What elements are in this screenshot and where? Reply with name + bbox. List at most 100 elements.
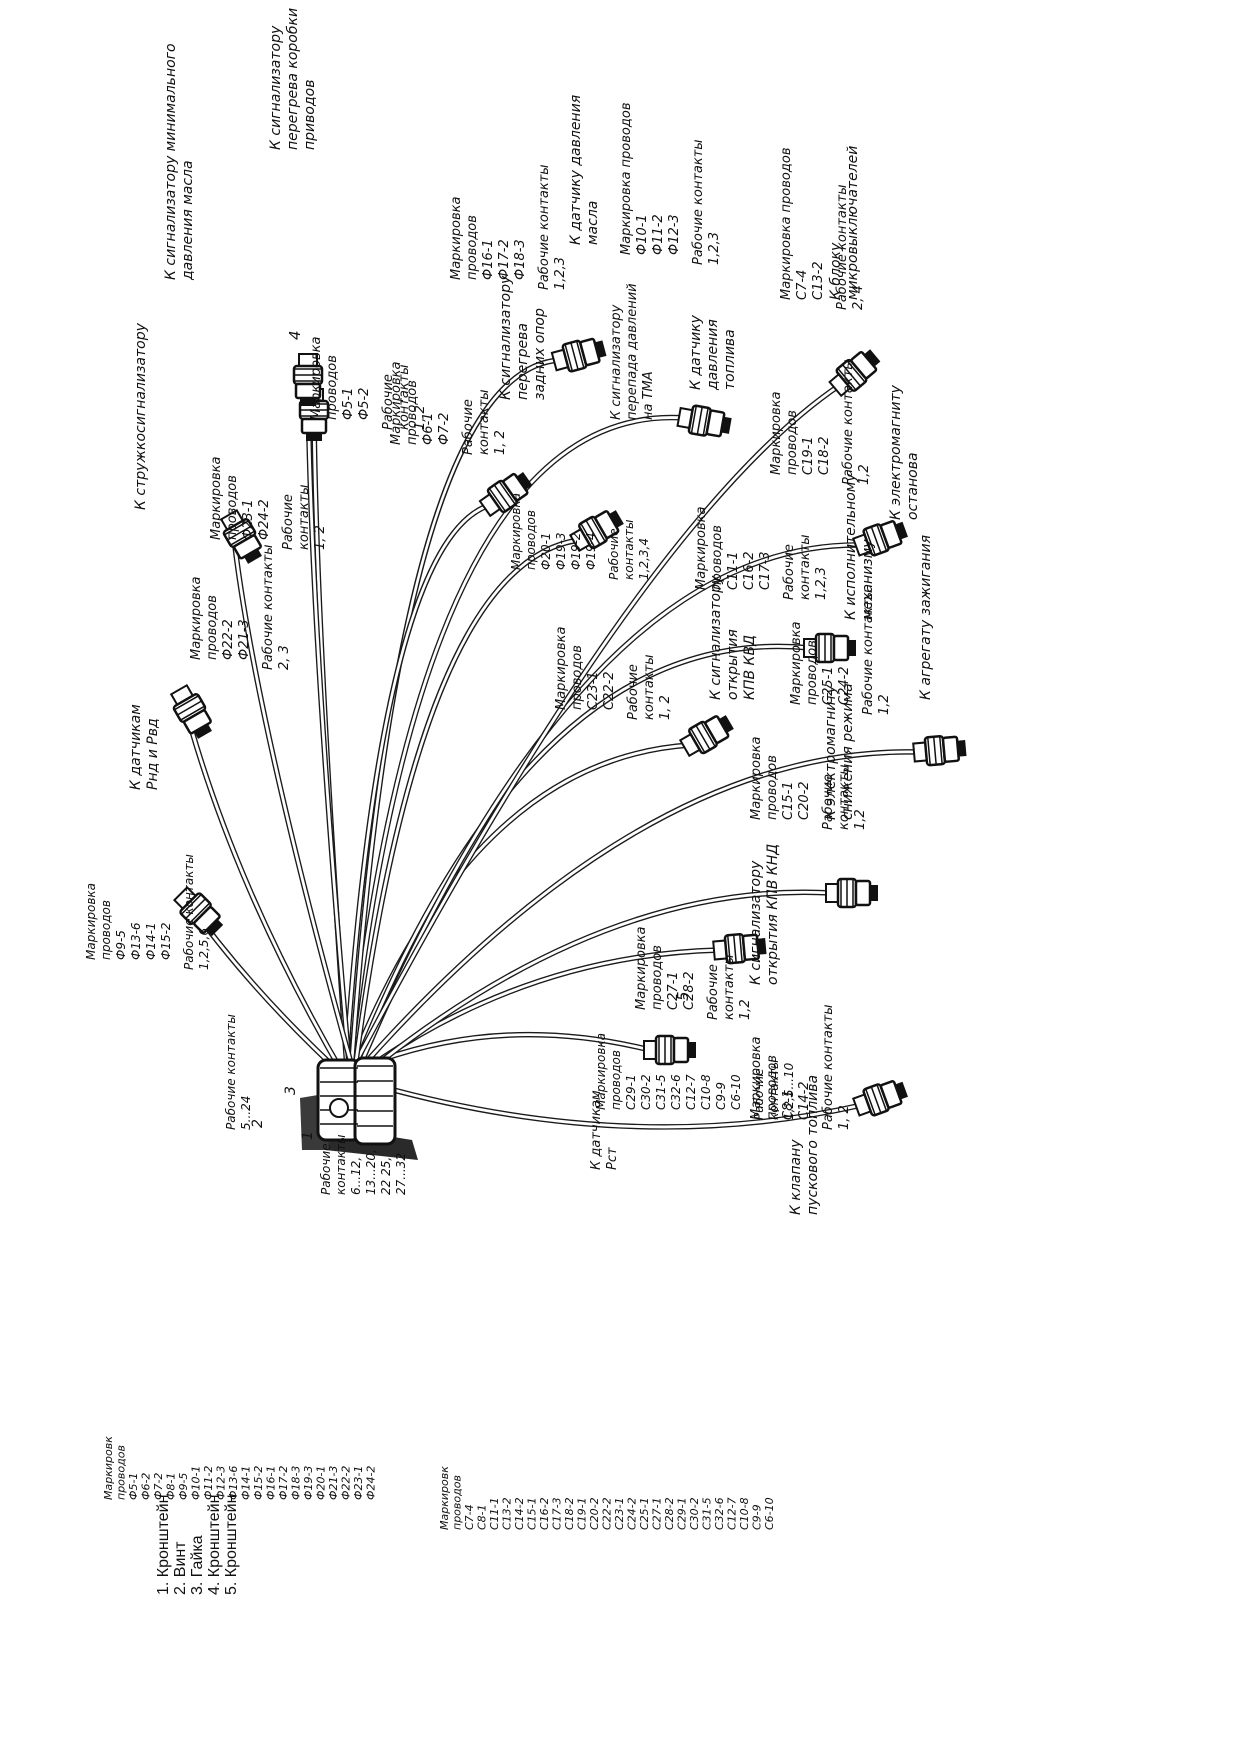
wire-markings-c-oil-pres-line: Маркировка [449, 197, 464, 280]
connector-tip [957, 740, 967, 757]
working-contacts-c-chip-line: Рабочие [281, 494, 296, 550]
connector-rib [702, 407, 709, 436]
connector-rib [224, 520, 249, 536]
connector-rib [575, 340, 585, 369]
wire-markings-c-tma-line: Маркировка [509, 493, 523, 570]
wire-marking-tables: МаркировкпроводовФ5-1Ф6-2Ф7-2Ф8-1Ф9-5Ф10… [102, 1436, 776, 1530]
connector-rib [180, 705, 205, 721]
plug-contacts-left-line: Рабочие контакты [224, 1014, 238, 1130]
target-label-c-mode-line: К электромагниту [823, 684, 839, 820]
target-label-c-box-line: приводов [302, 80, 318, 150]
marking-table-c-table-line: С18-2 [563, 1497, 576, 1530]
connector-rib [926, 737, 931, 766]
callout-c-box: 4 [286, 330, 304, 340]
marking-table-c-table-line: С27-1 [651, 1497, 664, 1530]
connector-c-tma [568, 510, 624, 553]
working-contacts-c-fuel-pres: Рабочие контакты1,2,3 [691, 139, 722, 265]
callout-main: 5 [674, 991, 692, 1001]
wire-markings-c-chip-line: проводов [225, 475, 240, 540]
connector-rib [732, 934, 737, 963]
connector-tip [306, 433, 322, 441]
legend-item-5: 5. Кронштейн [223, 1495, 240, 1595]
marking-table-c-table-line: С6-10 [763, 1497, 776, 1530]
wire-markings-main-line: проводов [609, 1050, 623, 1110]
target-label-c-cold-start-line: К клапану [788, 1139, 804, 1215]
marking-table-f-table-line: Ф13-6 [227, 1466, 240, 1500]
working-contacts-c-tma-line: контакты [622, 520, 636, 581]
target-label-c-fuel-pres-line: топлива [722, 329, 738, 390]
cable-core-c-chip [230, 518, 356, 1076]
legend-text: Кронштейн [155, 1495, 172, 1578]
marking-table-c-table-line: С11-1 [488, 1497, 501, 1530]
wire-markings-c-cold-start-line: Маркировка [749, 1037, 764, 1120]
marking-table-c-table-line: проводов [451, 1475, 464, 1530]
target-label-c-kpv-knd: К сигнализаторуоткрытия КПВ КНД [748, 844, 781, 985]
target-label-c-chip: К стружкосигнализатору [133, 322, 149, 510]
working-contacts-c-micro-line: 2, 4 [851, 285, 866, 310]
wire-markings-c-kpv-knd-line: С27-1 [666, 971, 681, 1010]
legend-num: 5. [223, 1577, 240, 1595]
legend-text: Винт [172, 1541, 189, 1577]
marking-table-c-table-line: С28-2 [663, 1497, 676, 1530]
legend-text: Кронштейн [206, 1495, 223, 1578]
connector-rib [864, 528, 876, 556]
connector-nut [705, 409, 726, 438]
wire-markings-c-left-line: Ф14-1 [144, 922, 158, 960]
working-contacts-main-line: контакты [767, 1060, 781, 1121]
wire-markings-c-actuator: МаркировкапроводовС11-1С16-2С17-3 [694, 507, 773, 590]
target-label-c-kpv-kvd-line: открытия [725, 629, 741, 700]
connector-nut [594, 510, 620, 539]
working-contacts-c-mode-line: Рабочие [821, 774, 836, 830]
connector-rib [726, 935, 731, 964]
wire-markings-c-mode-line: Маркировка [749, 737, 764, 820]
marking-table-c-table-line: С22-2 [601, 1497, 614, 1530]
plug-contacts-right-line: 13...20, [364, 1149, 378, 1195]
wire-markings-c-actuator-line: С17-3 [758, 551, 773, 590]
marking-table-c-table-line: С10-8 [738, 1497, 751, 1530]
legend-num: 3. [189, 1577, 206, 1595]
wire-markings-c-min-oil-line: проводов [325, 355, 340, 420]
target-label-c-min-oil: К сигнализатору минимальногодавления мас… [163, 43, 196, 281]
wire-markings-c-stop-line: Маркировка [769, 392, 784, 475]
target-label-c-tma-line: перепада давлений [625, 283, 640, 420]
working-contacts-c-kpv-knd-line: контакты [722, 954, 737, 1020]
connector-c-left [172, 885, 224, 937]
legend-num: 4. [206, 1577, 223, 1595]
connector-tip [848, 640, 856, 656]
wire-markings-c-rear-line: Маркировка [389, 362, 404, 445]
working-contacts-c-min-oil-line: контакты [397, 364, 412, 430]
target-label-c-mode: К электромагнитуснижения режима [823, 683, 856, 820]
wire-markings-c-oil-pres-line: Ф16-1 [481, 239, 496, 280]
plug-right-body [353, 1056, 397, 1146]
working-contacts-main-line: 1,2,5...10 [782, 1062, 796, 1120]
wire-markings-c-oil-pres-line: Ф18-3 [513, 239, 528, 280]
connector-rib [564, 343, 574, 372]
wire-markings-c-ignition-line: С24-2 [837, 666, 852, 705]
connector-rib [590, 517, 606, 542]
working-contacts-main: Рабочиеконтакты1,2,5...10 [752, 1060, 796, 1121]
wire-markings-c-stop: МаркировкапроводовС19-1С18-2 [769, 392, 832, 475]
connector-c-kpv-kvd [678, 715, 734, 758]
connector-rib [230, 530, 255, 546]
target-label-c-tma: К сигнализаторуперепада давленийна ТМА [609, 283, 656, 420]
wire-markings-c-ignition-line: проводов [805, 640, 820, 705]
connector-rib [227, 525, 252, 541]
working-contacts-c-rear-line: контакты [477, 389, 492, 455]
marking-table-c-table-line: С23-1 [613, 1497, 626, 1530]
wire-markings-main-line: С12-7 [684, 1074, 698, 1110]
wire-markings-main-line: С32-6 [669, 1074, 683, 1110]
working-contacts-c-chip-line: 1, 2 [313, 525, 328, 550]
wire-markings-c-rear-line: Ф6-1 [421, 413, 436, 445]
target-label-c-ignition: К агрегату зажигания [918, 535, 934, 700]
legend-item-2: 2. Винт [172, 1541, 189, 1595]
connector-rib [690, 405, 698, 434]
wire-markings-c-micro: Маркировка проводовС7-4С13-2 [779, 148, 826, 300]
target-label-c-pnd-line: К датчикам [128, 704, 144, 790]
wire-markings-c-rear-line: Ф7-2 [437, 413, 452, 445]
connector-tip [516, 472, 533, 490]
connector-tip [194, 723, 212, 739]
legend-item-1: 1. Кронштейн [155, 1495, 172, 1595]
target-label-c-kpv-knd-line: К сигнализатору [748, 860, 764, 985]
target-label-c-micro-line: К блоку [828, 242, 844, 300]
connector-rib [870, 526, 882, 554]
